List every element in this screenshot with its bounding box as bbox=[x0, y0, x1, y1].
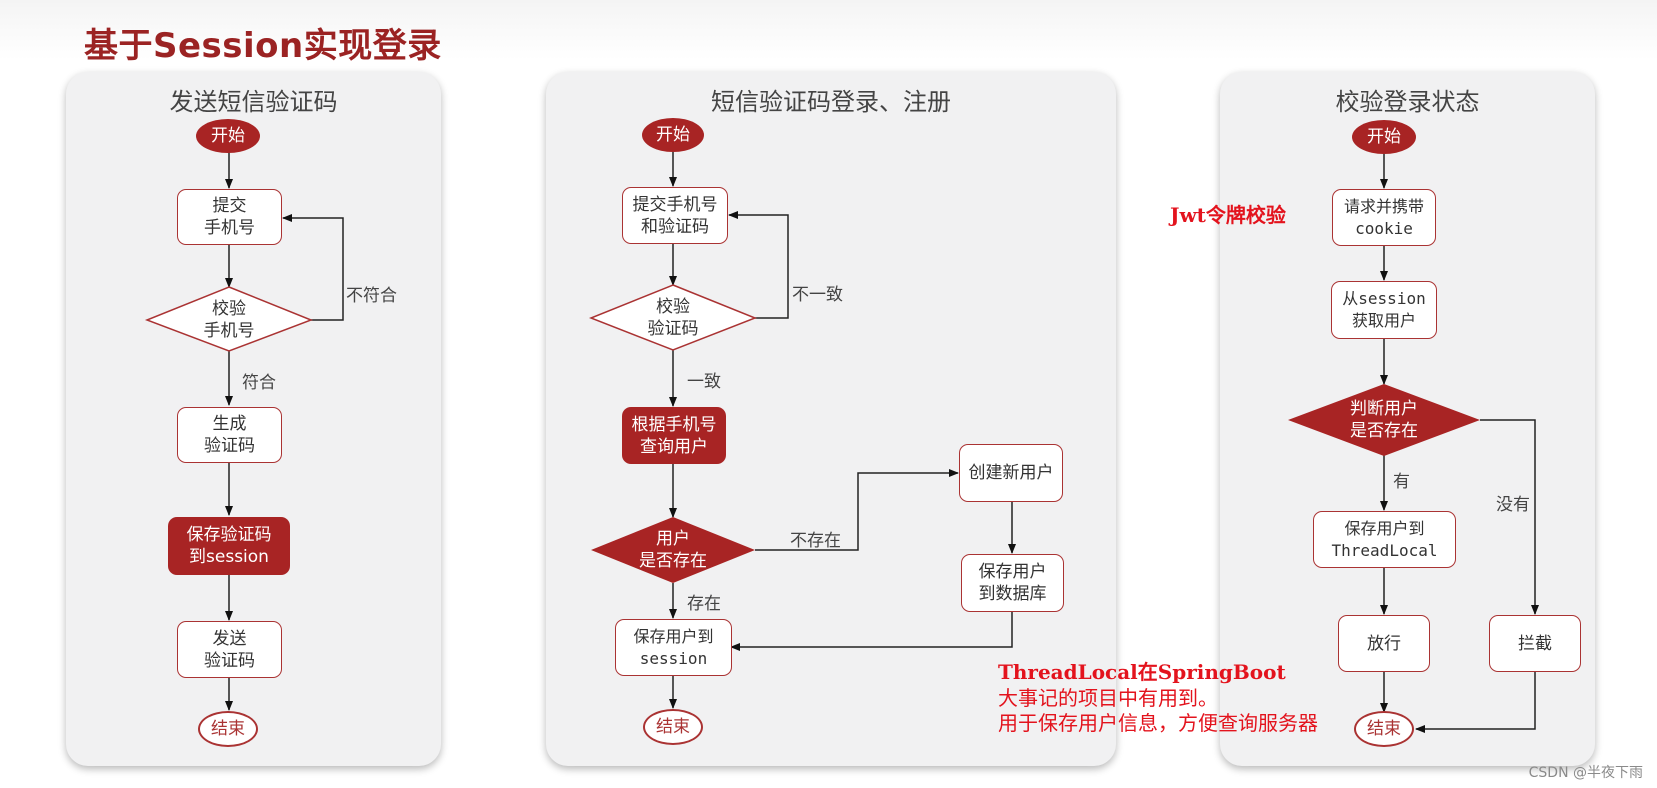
label-mismatch: 不一致 bbox=[792, 285, 843, 305]
diamond-check-phone bbox=[144, 286, 314, 352]
node-pass: 放行 bbox=[1338, 615, 1430, 672]
edge-p3-judge-intercept bbox=[1480, 419, 1539, 615]
annotation-threadlocal-line1: ThreadLocal在SpringBoot bbox=[998, 660, 1286, 684]
annotation-threadlocal-line3: 用于保存用户信息，方便查询服务器 bbox=[998, 711, 1318, 735]
label-has: 有 bbox=[1393, 472, 1410, 492]
node-end-1: 结束 bbox=[198, 711, 258, 747]
page-title: 基于Session实现登录 bbox=[84, 26, 442, 66]
panel-title-verify: 校验登录状态 bbox=[1335, 88, 1480, 116]
node-judge-user: 判断用户 是否存在 bbox=[1350, 399, 1418, 441]
node-end-3: 结束 bbox=[1354, 711, 1414, 747]
label-none: 没有 bbox=[1496, 495, 1530, 515]
node-start-1: 开始 bbox=[196, 119, 260, 153]
node-user-exists: 用户 是否存在 bbox=[639, 529, 707, 571]
watermark: CSDN @半夜下雨 bbox=[1528, 765, 1643, 781]
label-exist: 存在 bbox=[687, 594, 721, 614]
panel-title-login: 短信验证码登录、注册 bbox=[711, 88, 951, 116]
edge-p1-check-fail bbox=[282, 214, 344, 321]
node-start-2: 开始 bbox=[642, 118, 704, 152]
diamond-user-exists bbox=[591, 517, 755, 583]
node-save-code-session: 保存验证码 到session bbox=[168, 517, 290, 575]
node-submit-phone: 提交 手机号 bbox=[177, 189, 282, 245]
label-consistent: 一致 bbox=[687, 372, 721, 392]
panel-title-send-code: 发送短信验证码 bbox=[169, 88, 338, 116]
annotation-jwt: Jwt令牌校验 bbox=[1170, 203, 1286, 227]
node-request-cookie: 请求并携带 cookie bbox=[1332, 189, 1436, 246]
node-submit-phone-code: 提交手机号 和验证码 bbox=[622, 187, 728, 244]
node-intercept: 拦截 bbox=[1489, 615, 1581, 672]
node-query-user: 根据手机号 查询用户 bbox=[622, 407, 726, 464]
edge-p2-exists-create bbox=[755, 469, 959, 551]
node-generate-code: 生成 验证码 bbox=[177, 407, 282, 463]
node-check-code: 校验 验证码 bbox=[647, 297, 699, 339]
node-check-phone: 校验 手机号 bbox=[203, 299, 255, 341]
diamond-check-code bbox=[588, 284, 758, 351]
edge-p3-intercept-end bbox=[1415, 672, 1536, 733]
label-not-exist: 不存在 bbox=[790, 531, 841, 551]
diamond-judge-user bbox=[1288, 384, 1480, 456]
node-save-user-session: 保存用户到 session bbox=[615, 619, 732, 676]
node-start-3: 开始 bbox=[1352, 120, 1416, 154]
annotation-threadlocal-line2: 大事记的项目中有用到。 bbox=[998, 686, 1218, 710]
node-save-threadlocal: 保存用户到 ThreadLocal bbox=[1313, 511, 1456, 568]
node-end-2: 结束 bbox=[643, 709, 703, 745]
node-get-user-session: 从session 获取用户 bbox=[1331, 281, 1437, 339]
edge-p2-savedb-savesession bbox=[730, 612, 1013, 651]
edge-p2-check-mismatch bbox=[728, 211, 789, 319]
label-not-match-1: 不符合 bbox=[346, 286, 397, 306]
node-create-user: 创建新用户 bbox=[959, 444, 1063, 502]
label-match-1: 符合 bbox=[242, 373, 276, 393]
node-send-code: 发送 验证码 bbox=[177, 621, 282, 678]
node-save-user-db: 保存用户 到数据库 bbox=[961, 554, 1064, 612]
